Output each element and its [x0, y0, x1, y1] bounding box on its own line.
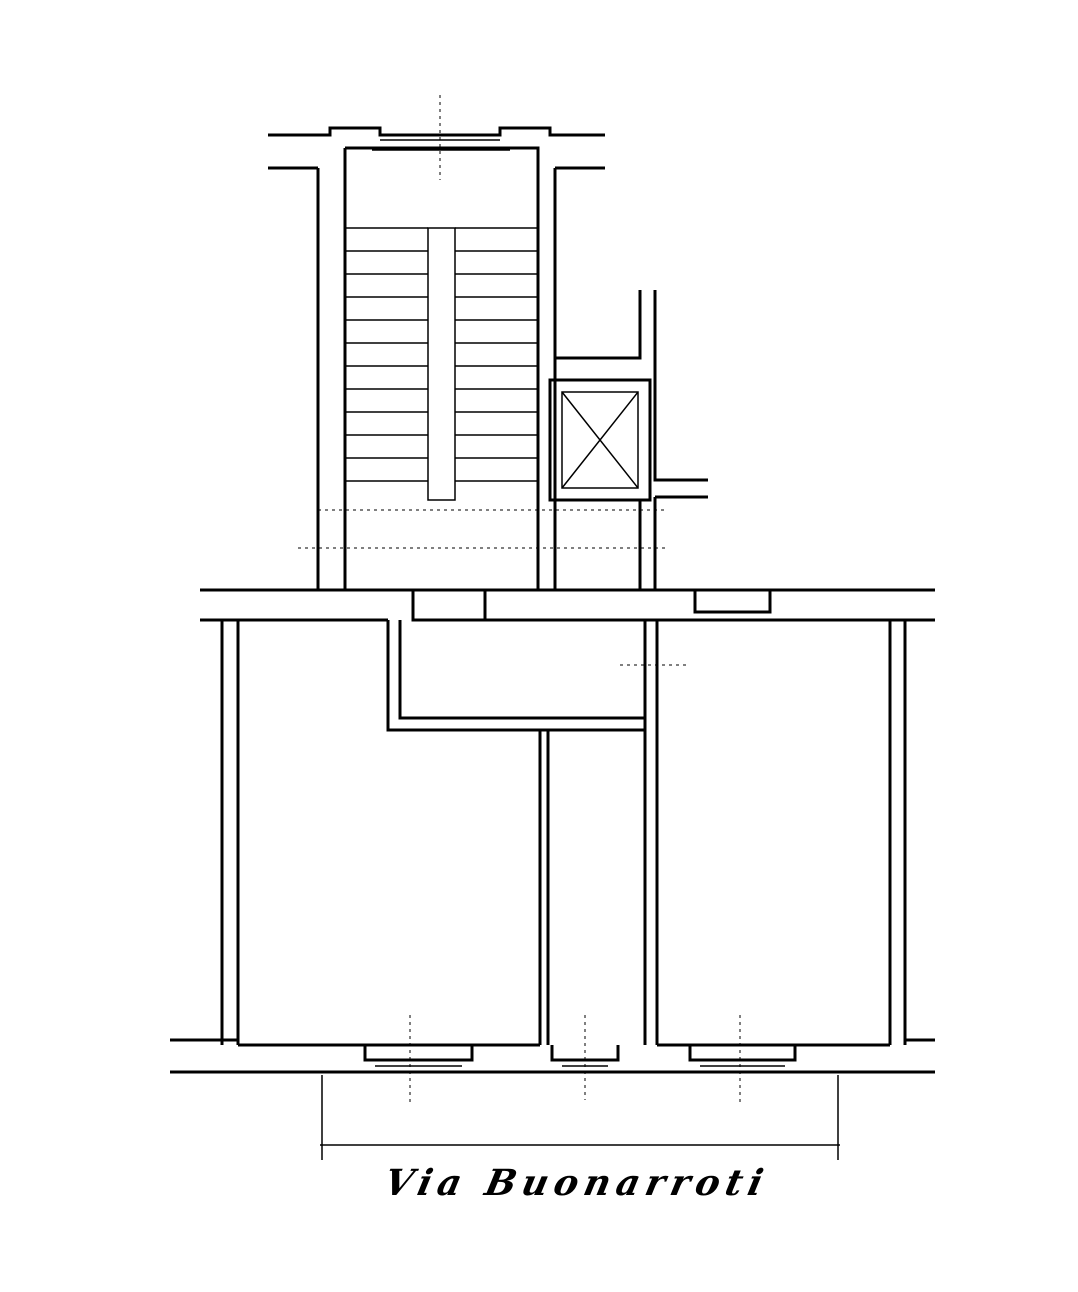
stairwell-walls: [316, 146, 557, 590]
elevator-shaft: [548, 290, 708, 590]
street-wall: [170, 1015, 935, 1105]
dimension-line: [320, 1075, 840, 1160]
room-left: [220, 620, 540, 1047]
stair-divider: [427, 227, 456, 501]
stairwell-top-wall: [268, 95, 605, 180]
landing-guides: [298, 509, 665, 549]
elevator-cross-icon: [561, 391, 639, 489]
street-label: Via Buonarroti: [380, 1162, 773, 1204]
room-right: [657, 620, 907, 1047]
staircase: [345, 227, 538, 501]
main-wall: [200, 588, 935, 622]
room-middle: [643, 620, 659, 1045]
corridor: [386, 620, 690, 1045]
elevator-cab: [561, 391, 639, 489]
